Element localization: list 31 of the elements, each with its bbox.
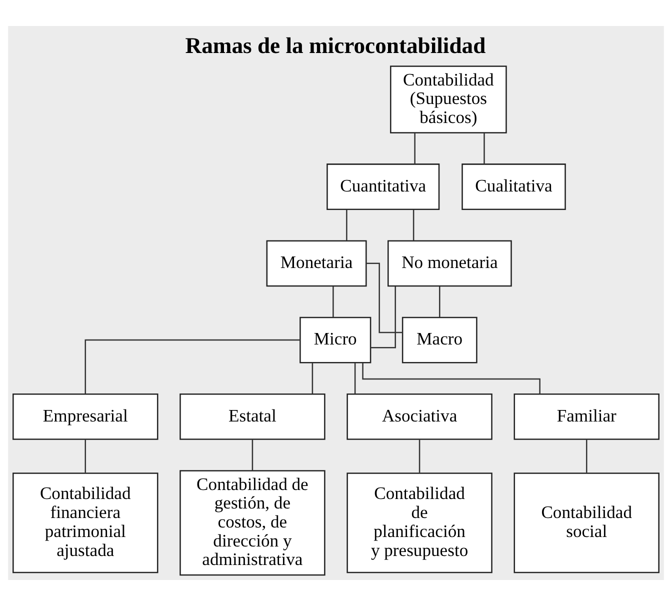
- node-box: Estatal: [180, 392, 326, 440]
- connector: [332, 286, 334, 317]
- diagram-title: Ramas de la microcontabilidad: [185, 32, 486, 58]
- connector: [312, 362, 314, 394]
- connector: [84, 338, 300, 394]
- connector: [414, 132, 416, 164]
- node-box: Contabilidad de gestión, de costos, de dirección y administrativa: [180, 470, 326, 576]
- node-box: Contabilidad (Supuestos básicos): [390, 65, 507, 133]
- node-box: Cuantitativa: [326, 163, 440, 210]
- node-box: Asociativa: [346, 392, 492, 440]
- node-box: Micro: [300, 316, 372, 363]
- node-box: Macro: [402, 316, 478, 363]
- connector: [346, 209, 348, 240]
- connector: [84, 439, 86, 472]
- connector: [412, 209, 414, 240]
- connector: [418, 439, 420, 472]
- node-box: Empresarial: [12, 392, 158, 440]
- connector: [370, 286, 396, 348]
- node-box: Cualitativa: [462, 163, 566, 210]
- node-box: Familiar: [514, 392, 660, 440]
- node-box: Monetaria: [266, 240, 367, 286]
- connector: [252, 439, 254, 470]
- node-box: Contabilidad de planificación y presupuesto: [346, 472, 492, 573]
- node-box: No monetaria: [388, 240, 512, 286]
- connector: [439, 286, 440, 317]
- node-box: Contabilidad social: [514, 472, 660, 573]
- connector: [484, 132, 485, 164]
- node-box: Contabilidad financiera patrimonial ajustada: [12, 472, 158, 573]
- connector: [362, 362, 540, 394]
- connector: [586, 439, 588, 472]
- connector: [354, 362, 356, 394]
